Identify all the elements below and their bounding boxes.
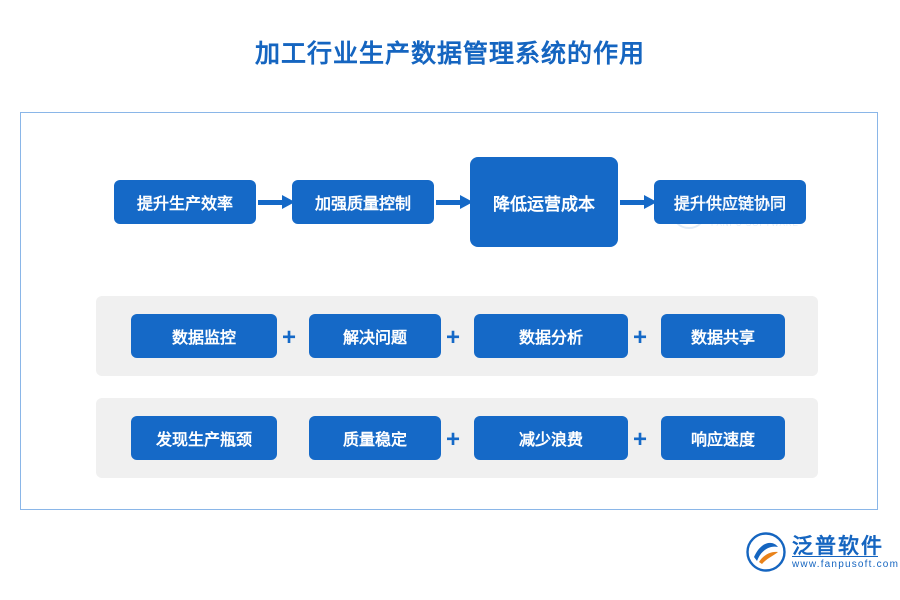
brand-rule: [792, 556, 878, 557]
arrow-right-icon: [620, 195, 657, 209]
band-two-tag-1[interactable]: 发现生产瓶颈: [131, 416, 277, 460]
band-one: 数据监控 + 解决问题 + 数据分析 + 数据共享: [96, 296, 818, 376]
brand-url: www.fanpusoft.com: [792, 559, 900, 570]
flow-step-1[interactable]: 提升生产效率: [114, 180, 256, 224]
flow-step-4[interactable]: 提升供应链协同: [654, 180, 806, 224]
band-one-tag-4[interactable]: 数据共享: [661, 314, 785, 358]
plus-icon: +: [632, 426, 647, 453]
arrow-right-icon: [258, 195, 295, 209]
page-title: 加工行业生产数据管理系统的作用: [254, 40, 645, 68]
band-one-tag-1[interactable]: 数据监控: [131, 314, 277, 358]
band-two: 发现生产瓶颈 质量稳定 + 减少浪费 + 响应速度: [96, 398, 818, 478]
fanpu-logo-icon: [746, 532, 786, 572]
plus-icon: +: [445, 426, 460, 453]
band-one-tag-3[interactable]: 数据分析: [474, 314, 628, 358]
band-two-tag-4[interactable]: 响应速度: [661, 416, 785, 460]
band-two-tag-3[interactable]: 减少浪费: [474, 416, 628, 460]
arrow-right-icon: [436, 195, 473, 209]
band-two-tag-2[interactable]: 质量稳定: [309, 416, 441, 460]
flow-row: 提升生产效率 加强质量控制 降低运营成本 提升供应链协同: [96, 153, 816, 263]
brand-logo: 泛普软件 www.fanpusoft.com: [746, 530, 898, 582]
diagram-panel: 提升生产效率 加强质量控制 降低运营成本 提升供应链协同 泛普软件 FANPU …: [20, 112, 878, 510]
flow-step-3[interactable]: 降低运营成本: [470, 157, 618, 247]
plus-icon: +: [281, 324, 296, 351]
brand-name: 泛普软件: [792, 535, 884, 558]
plus-icon: +: [445, 324, 460, 351]
band-one-tag-2[interactable]: 解决问题: [309, 314, 441, 358]
plus-icon: +: [632, 324, 647, 351]
flow-step-2[interactable]: 加强质量控制: [292, 180, 434, 224]
